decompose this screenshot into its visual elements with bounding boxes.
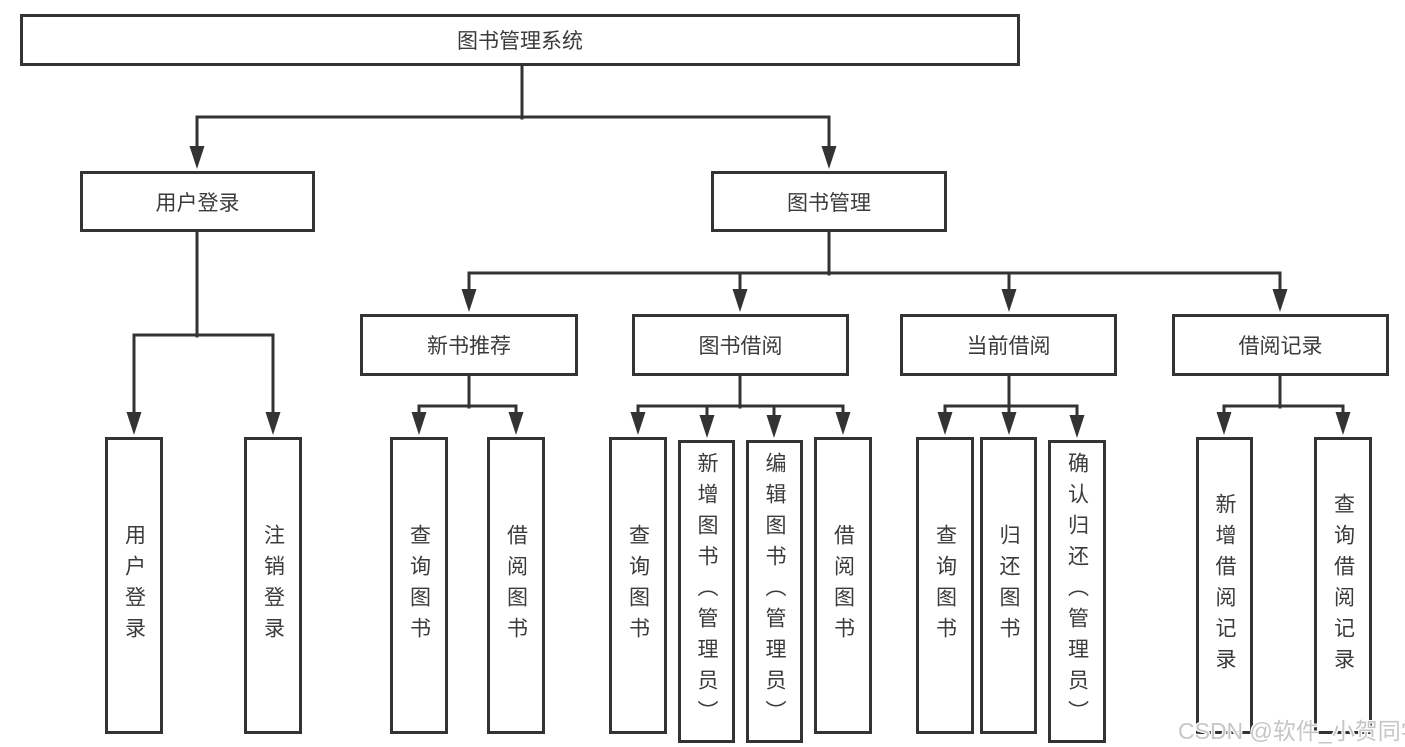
leaf-query-books-3: 查询图书 xyxy=(916,437,974,734)
leaf-add-books-admin: 新增图书（管理员） xyxy=(678,440,735,743)
leaf-confirm-return-admin-label: 确认归还（管理员） xyxy=(1065,452,1089,731)
leaf-add-borrow-record: 新增借阅记录 xyxy=(1196,437,1253,734)
node-borrow-records: 借阅记录 xyxy=(1172,314,1389,376)
node-current-borrow-label: 当前借阅 xyxy=(966,335,1051,358)
leaf-query-borrow-record: 查询借阅记录 xyxy=(1314,437,1372,734)
leaf-edit-books-admin: 编辑图书（管理员） xyxy=(746,440,803,743)
node-borrowing-label: 图书借阅 xyxy=(698,335,783,358)
node-borrow-records-label: 借阅记录 xyxy=(1238,335,1323,358)
leaf-borrow-books-1: 借阅图书 xyxy=(487,437,545,734)
node-book-mgmt: 图书管理 xyxy=(711,171,947,232)
node-login-group-label: 用户登录 xyxy=(155,191,240,215)
leaf-user-login: 用户登录 xyxy=(105,437,163,734)
leaf-borrow-books-1-label: 借阅图书 xyxy=(504,523,528,648)
leaf-borrow-books-2: 借阅图书 xyxy=(814,437,872,734)
node-login-group: 用户登录 xyxy=(80,171,315,232)
leaf-return-books: 归还图书 xyxy=(980,437,1037,734)
leaf-query-books-2: 查询图书 xyxy=(609,437,667,734)
leaf-logout-label: 注销登录 xyxy=(261,523,285,648)
leaf-query-books-2-label: 查询图书 xyxy=(626,523,650,648)
leaf-borrow-books-2-label: 借阅图书 xyxy=(831,523,855,648)
leaf-confirm-return-admin: 确认归还（管理员） xyxy=(1048,440,1106,743)
node-borrowing: 图书借阅 xyxy=(632,314,849,376)
leaf-add-borrow-record-label: 新增借阅记录 xyxy=(1213,492,1236,679)
node-system: 图书管理系统 xyxy=(20,14,1020,66)
leaf-query-borrow-record-label: 查询借阅记录 xyxy=(1331,492,1355,679)
leaf-add-books-admin-label: 新增图书（管理员） xyxy=(695,452,718,731)
node-current-borrow: 当前借阅 xyxy=(900,314,1117,376)
leaf-query-books-1: 查询图书 xyxy=(390,437,448,734)
csdn-watermark: CSDN @软件_小贺同学 xyxy=(1178,718,1405,744)
node-new-books-label: 新书推荐 xyxy=(427,335,511,358)
leaf-query-books-1-label: 查询图书 xyxy=(407,523,431,648)
leaf-edit-books-admin-label: 编辑图书（管理员） xyxy=(763,452,786,731)
leaf-return-books-label: 归还图书 xyxy=(997,523,1020,648)
node-system-label: 图书管理系统 xyxy=(457,30,583,53)
leaf-logout: 注销登录 xyxy=(244,437,302,734)
leaf-user-login-label: 用户登录 xyxy=(122,523,146,648)
node-new-books: 新书推荐 xyxy=(360,314,578,376)
node-book-mgmt-label: 图书管理 xyxy=(787,191,871,215)
leaf-query-books-3-label: 查询图书 xyxy=(933,523,957,648)
